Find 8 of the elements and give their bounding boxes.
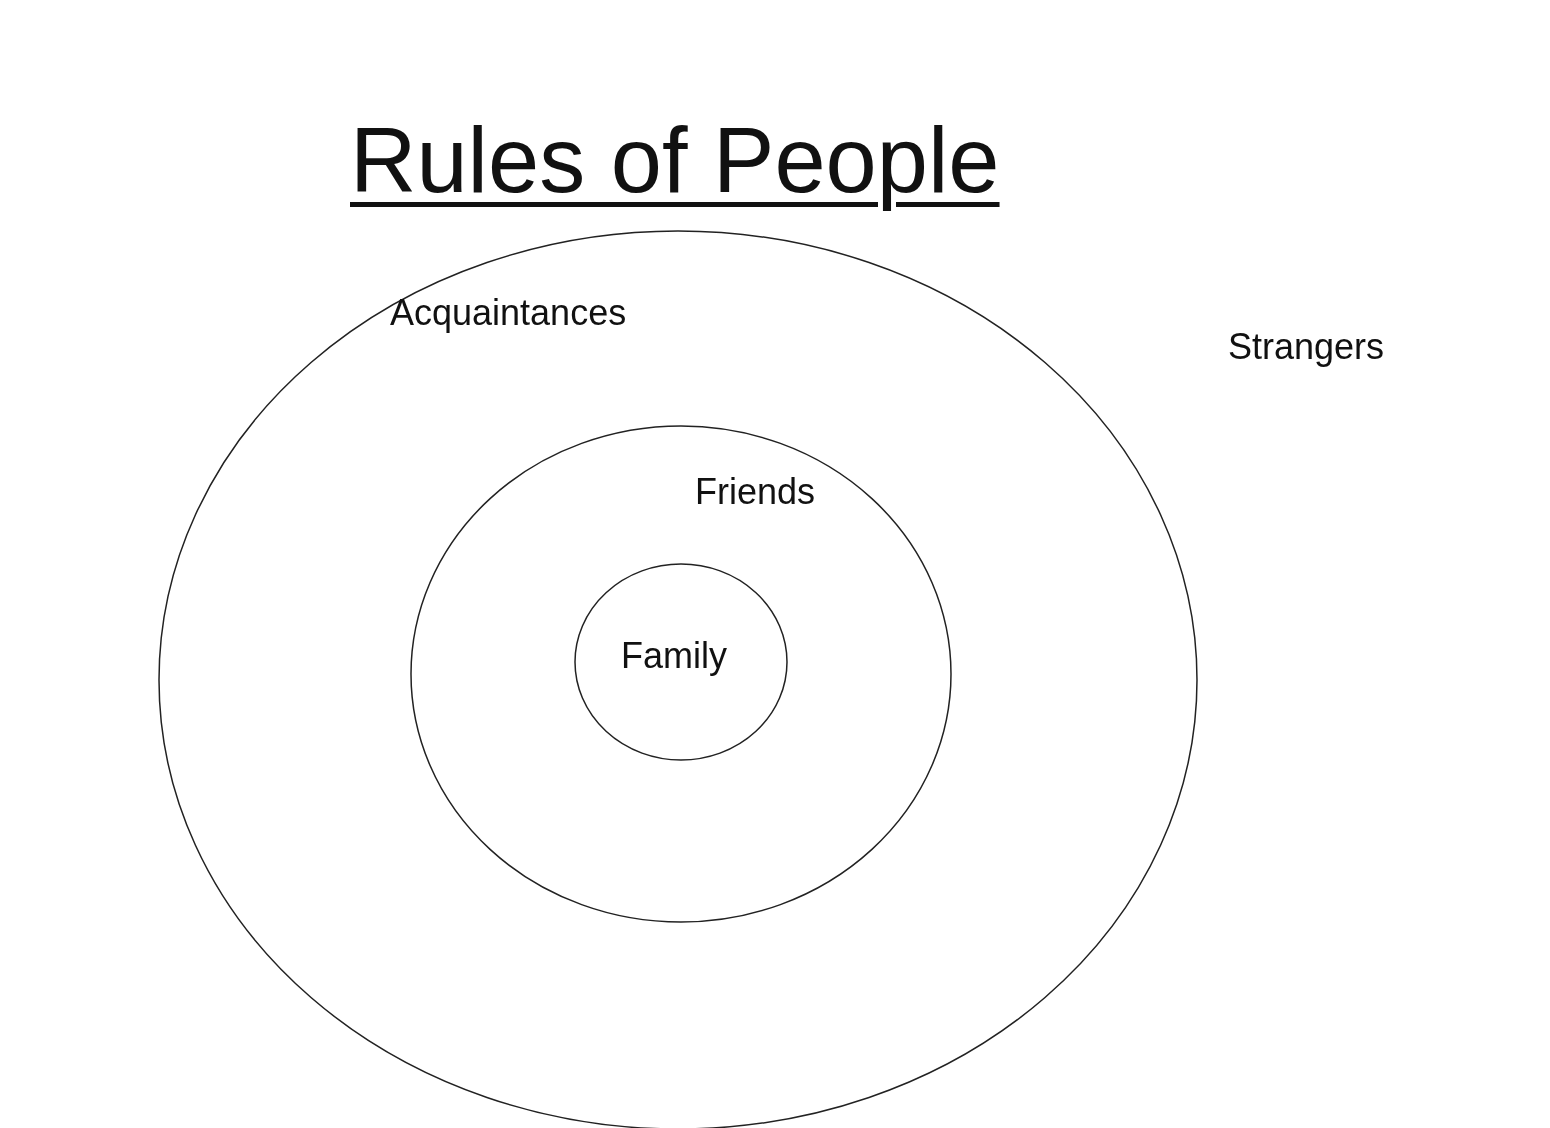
outer-label: Strangers [1228,326,1385,368]
region-label: Friends [695,471,816,513]
region-label: Family [621,635,727,677]
title: Rules of People [350,108,1000,213]
region-label: Acquaintances [390,292,627,334]
ellipse-region [410,425,952,923]
ellipse-region [158,230,1198,1128]
ellipse-region [574,563,788,761]
